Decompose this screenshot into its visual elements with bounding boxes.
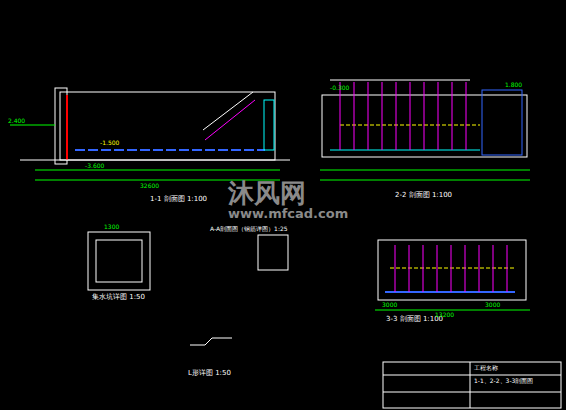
dimension: -3.600 [85,163,104,169]
column-line [507,245,508,292]
dimension: -0.300 [330,85,349,91]
column-line [424,82,425,150]
column-line [493,245,494,292]
column-line [479,245,480,292]
column-line [410,82,411,150]
view-title: 集水坑详图 1:50 [92,294,145,301]
title-block-text: 工程名称 [474,365,498,371]
dimension: 2.400 [8,118,25,124]
dimension: -1.500 [100,140,119,146]
dimension: 3000 [382,302,397,308]
column-line [382,82,383,150]
column-line [438,82,439,150]
column-line [395,245,396,292]
dimension: 3000 [485,302,500,308]
column-line [451,245,452,292]
dimension: 1.800 [505,82,522,88]
view-title: 2-2 剖面图 1:100 [395,192,452,199]
dimension: 32600 [140,183,159,189]
column-line [466,82,467,150]
column-line [340,82,341,150]
column-line [465,245,466,292]
column-line [354,82,355,150]
column-line [368,82,369,150]
watermark: www.mfcad.com [228,207,348,220]
column-line [423,245,424,292]
view-title: L形详图 1:50 [188,370,231,377]
column-line [409,245,410,292]
column-line [396,82,397,150]
view-title: A-A剖面图（钢筋详图）1:25 [210,226,288,232]
view-title: 3-3 剖面图 1:100 [386,316,443,323]
watermark: 沐风网 [228,180,306,206]
column-line [437,245,438,292]
column-line [452,82,453,150]
dimension: 13200 [435,312,454,318]
dimension: 1300 [104,224,119,230]
title-block-text: 1-1、2-2、3-3剖面图 [474,378,533,384]
view-title: 1-1 剖面图 1:100 [150,196,207,203]
